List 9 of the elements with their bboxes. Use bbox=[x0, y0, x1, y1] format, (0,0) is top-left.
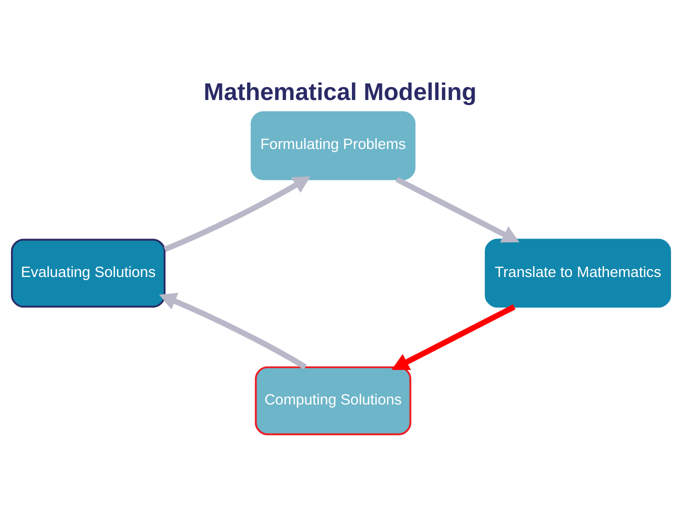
arrow bbox=[159, 292, 307, 369]
arrow bbox=[396, 176, 520, 242]
arrow bbox=[164, 176, 311, 252]
diagram-title: Mathematical Modelling bbox=[204, 78, 477, 106]
node-box: Computing Solutions bbox=[254, 366, 412, 435]
node-box: Formulating Problems bbox=[250, 110, 416, 180]
node-box: Evaluating Solutions bbox=[10, 238, 166, 308]
arrow bbox=[392, 304, 516, 370]
node-box: Translate to Mathematics bbox=[484, 238, 672, 308]
